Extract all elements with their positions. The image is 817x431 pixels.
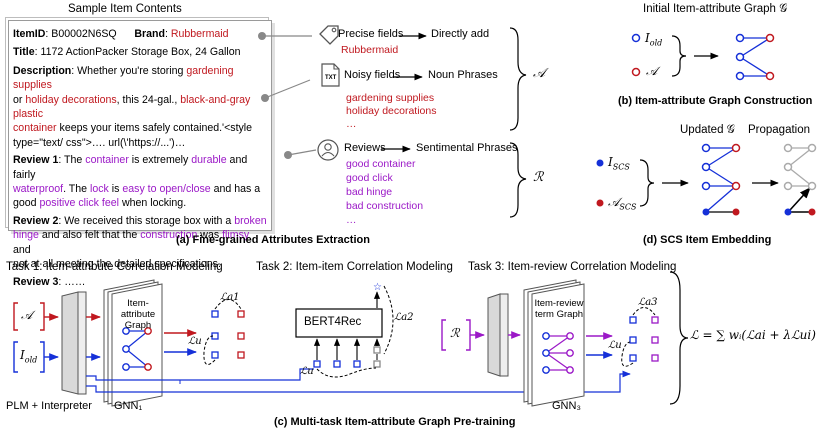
brand-pointer xyxy=(258,32,312,40)
panel-d-graph xyxy=(596,143,817,216)
precise-fields-label: Precise fields xyxy=(338,28,404,40)
bert4rec-block xyxy=(295,308,383,338)
item-content-card: ItemID: B00002N6SQ Brand: Rubbermaid Tit… xyxy=(8,20,272,288)
task3-title: Task 3: Item-review Correlation Modeling xyxy=(468,261,677,273)
sentimental-phrases-label: Sentimental Phrases xyxy=(416,142,518,154)
noisy-value-3: … xyxy=(346,118,357,130)
brand-label: Brand xyxy=(134,28,165,40)
caption-b: (b) Item-attribute Graph Construction xyxy=(618,95,813,107)
directly-add-label: Directly add xyxy=(431,28,490,40)
set-r-symbol: ℛ xyxy=(533,170,544,185)
total-loss-formula: ℒ = ∑ wᵢ(ℒai + λℒui) xyxy=(690,328,816,342)
item-id-value: B00002N6SQ xyxy=(51,28,117,40)
caption-c: (c) Multi-task Item-attribute Graph Pre-… xyxy=(274,416,516,428)
reviews-label: Reviews xyxy=(344,142,386,154)
title-value: 1172 ActionPacker Storage Box, 24 Gallon xyxy=(40,46,241,59)
description-text: Description: Whether you're storing gard… xyxy=(13,64,253,149)
tag-icon xyxy=(319,25,339,45)
set-a-symbol: 𝒜 xyxy=(533,66,546,81)
task1-title: Task 1: Item-attribute Correlation Model… xyxy=(6,261,223,273)
title-label: Title xyxy=(13,46,35,59)
brand-value: Rubbermaid xyxy=(170,28,229,40)
task2-title: Task 2: Item-item Correlation Modeling xyxy=(256,261,453,273)
gnn1-label: GNN₁ xyxy=(114,400,143,412)
la2-label: ℒa2 xyxy=(394,312,414,323)
review-value-3: bad hinge xyxy=(346,186,393,198)
a-scs-label: 𝒜SCS xyxy=(608,195,637,212)
bert4rec-io: ☆ xyxy=(313,282,394,378)
total-loss-brace xyxy=(669,271,689,405)
brace-reviews xyxy=(509,142,527,218)
gnn3-graph-stack xyxy=(523,279,585,407)
graph1-label: Item-attribute Graph xyxy=(120,298,156,331)
gnn1-graph-stack xyxy=(103,279,163,407)
input-i-label: Iold xyxy=(20,348,38,365)
propagation-label: Propagation xyxy=(748,124,811,136)
la1-embeddings xyxy=(203,299,245,365)
review-value-1: good container xyxy=(346,158,416,170)
i-old-label: Iold xyxy=(645,31,663,48)
description-pointer xyxy=(261,79,311,102)
user-icon xyxy=(317,139,339,161)
brace-attributes xyxy=(509,27,527,131)
a-label: 𝒜 xyxy=(646,64,658,78)
input-r-label: ℛ xyxy=(450,326,460,340)
noisy-fields-label: Noisy fields xyxy=(344,69,401,81)
plm-interpreter-label: PLM + Interpreter xyxy=(6,400,92,412)
review-value-4: bad construction xyxy=(346,200,424,212)
txt-icon-label: TXT xyxy=(325,75,337,81)
review-2-text: Review 2: We received this storage box w… xyxy=(13,214,267,271)
la3-embeddings xyxy=(621,307,659,367)
input-a-label: 𝒜 xyxy=(21,308,33,322)
svg-text:☆: ☆ xyxy=(373,282,382,293)
item-id-label: ItemID xyxy=(13,28,46,40)
shared-embedding-lines xyxy=(86,368,631,393)
review-3-text: Review 3: …… xyxy=(13,275,86,288)
gnn3-label: GNN₃ xyxy=(552,400,581,412)
caption-d: (d) SCS Item Embedding xyxy=(643,234,772,246)
caption-a: (a) Fine-grained Attributes Extraction xyxy=(176,234,370,246)
updated-g-label: Updated 𝒢 xyxy=(680,124,735,136)
noun-phrases-label: Noun Phrases xyxy=(428,69,498,81)
review-value-5: … xyxy=(346,214,357,226)
la3-label: ℒa3 xyxy=(638,297,658,308)
plm-block-task3 xyxy=(487,293,501,377)
noisy-value-2: holiday decorations xyxy=(346,105,437,117)
i-scs-label: ISCS xyxy=(608,155,630,172)
noisy-value-1: gardening supplies xyxy=(346,92,435,104)
txt-file-icon xyxy=(321,63,340,87)
graph3-label: Item-review term Graph xyxy=(534,298,584,320)
panel-a-title: Sample Item Contents xyxy=(68,3,182,15)
panel-b-title: Initial Item-attribute Graph 𝒢 xyxy=(643,3,788,15)
plm-interpreter-block xyxy=(61,291,79,395)
lu-label-task3: ℒu xyxy=(608,340,622,351)
review-1-text: Review 1: The container is extremely dur… xyxy=(13,154,261,210)
review-pointer xyxy=(284,149,317,159)
lu-label-task1: ℒu xyxy=(188,336,202,347)
bert4rec-label: BERT4Rec xyxy=(304,316,362,328)
review-value-2: good click xyxy=(346,172,393,184)
la1-label: ℒa1 xyxy=(220,292,240,303)
lu-label-task2: ℒu xyxy=(300,366,314,377)
precise-value: Rubbermaid xyxy=(341,44,399,56)
panel-b-graph xyxy=(631,33,775,81)
